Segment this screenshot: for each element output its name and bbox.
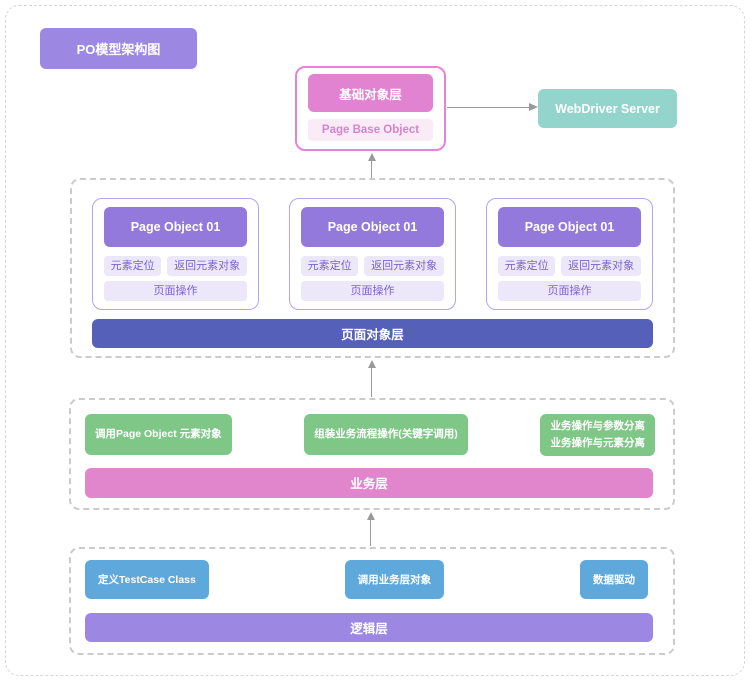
arrow-business-to-pagelayer-icon <box>367 360 376 397</box>
logic-box-call-business: 调用业务层对象 <box>344 560 445 599</box>
page-object-card-pills: 元素定位 返回元素对象 <box>301 256 444 276</box>
page-object-card-title: Page Object 01 <box>498 207 641 247</box>
page-object-card-1: Page Object 01 元素定位 返回元素对象 页面操作 <box>92 198 259 310</box>
arrow-base-to-webdriver-icon <box>447 102 538 111</box>
pill-return-element: 返回元素对象 <box>561 256 641 276</box>
business-box-separation: 业务操作与参数分离 业务操作与元素分离 <box>540 414 655 456</box>
arrow-pagelayer-to-base-icon <box>367 153 376 179</box>
base-object-header: 基础对象层 <box>308 74 433 112</box>
business-box-assemble-flow: 组装业务流程操作(关键字调用) <box>304 414 468 455</box>
page-object-cards-row: Page Object 01 元素定位 返回元素对象 页面操作 Page Obj… <box>72 180 673 310</box>
logic-layer-bar: 逻辑层 <box>85 613 653 642</box>
page-object-card-title: Page Object 01 <box>301 207 444 247</box>
pill-element-locate: 元素定位 <box>498 256 556 276</box>
pill-page-action: 页面操作 <box>104 281 247 301</box>
page-object-card-3: Page Object 01 元素定位 返回元素对象 页面操作 <box>486 198 653 310</box>
logic-layer-container: 定义TestCase Class 调用业务层对象 数据驱动 逻辑层 <box>69 547 675 655</box>
page-object-layer-bar: 页面对象层 <box>92 319 653 348</box>
business-layer-container: 调用Page Object 元素对象 组装业务流程操作(关键字调用) 业务操作与… <box>69 398 675 510</box>
logic-boxes-row: 定义TestCase Class 调用业务层对象 数据驱动 <box>71 549 673 599</box>
business-box-line: 业务操作与元素分离 <box>550 436 645 449</box>
pill-page-action: 页面操作 <box>498 281 641 301</box>
business-boxes-row: 调用Page Object 元素对象 组装业务流程操作(关键字调用) 业务操作与… <box>71 400 673 456</box>
diagram-title-badge: PO模型架构图 <box>40 28 197 69</box>
pill-return-element: 返回元素对象 <box>167 256 247 276</box>
page-object-card-2: Page Object 01 元素定位 返回元素对象 页面操作 <box>289 198 456 310</box>
page-object-card-pills: 元素定位 返回元素对象 <box>498 256 641 276</box>
base-object-subtitle: Page Base Object <box>308 119 433 141</box>
business-box-line: 组装业务流程操作(关键字调用) <box>314 428 458 441</box>
logic-box-data-driven: 数据驱动 <box>579 560 648 599</box>
business-box-line: 业务操作与参数分离 <box>550 420 645 432</box>
page-object-card-pills: 元素定位 返回元素对象 <box>104 256 247 276</box>
pill-element-locate: 元素定位 <box>301 256 359 276</box>
business-layer-bar: 业务层 <box>85 467 653 498</box>
page-object-card-title: Page Object 01 <box>104 207 247 247</box>
pill-element-locate: 元素定位 <box>104 256 162 276</box>
page-object-layer-container: Page Object 01 元素定位 返回元素对象 页面操作 Page Obj… <box>70 178 675 358</box>
base-object-box: 基础对象层 Page Base Object <box>295 66 446 151</box>
logic-box-testcase-class: 定义TestCase Class <box>85 560 209 599</box>
webdriver-server-box: WebDriver Server <box>538 89 677 128</box>
business-box-line: 调用Page Object 元素对象 <box>95 428 222 441</box>
arrow-logic-to-business-icon <box>366 512 375 546</box>
pill-return-element: 返回元素对象 <box>364 256 444 276</box>
pill-page-action: 页面操作 <box>301 281 444 301</box>
business-box-call-page-object: 调用Page Object 元素对象 <box>85 414 232 455</box>
